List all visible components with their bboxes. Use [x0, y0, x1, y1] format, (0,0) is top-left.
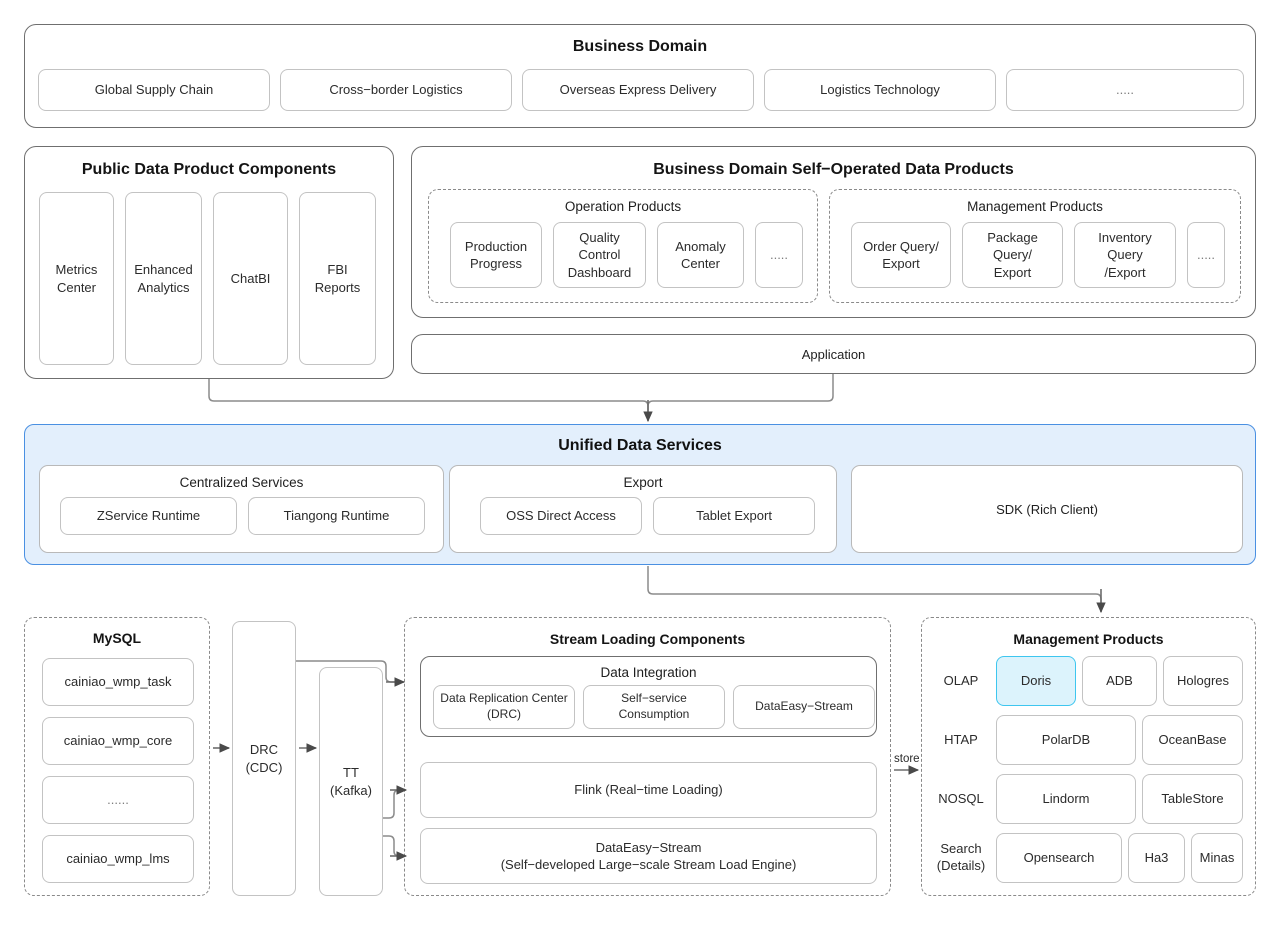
mysql-table-0[interactable]: cainiao_wmp_task	[42, 658, 194, 706]
storage-row-label-olap: OLAP	[943, 672, 979, 688]
wire-tt-to-dataeasy	[383, 835, 400, 857]
operation-product-quality-control-dashboard[interactable]: Quality Control Dashboard	[553, 222, 646, 288]
public-component-chatbi[interactable]: ChatBI	[213, 192, 288, 365]
mysql-table-1[interactable]: cainiao_wmp_core	[42, 717, 194, 765]
tt-kafka-box[interactable]: TT (Kafka)	[319, 667, 383, 896]
service-zservice-runtime[interactable]: ZService Runtime	[60, 497, 237, 535]
mysql-table-2[interactable]: ......	[42, 776, 194, 824]
business-domain-item-0[interactable]: Global Supply Chain	[38, 69, 270, 111]
storage-item-adb[interactable]: ADB	[1082, 656, 1157, 706]
wire-tt-to-flink	[383, 789, 400, 819]
data-integration-title: Data Integration	[600, 665, 697, 680]
service-tiangong-runtime[interactable]: Tiangong Runtime	[248, 497, 425, 535]
public-components-panel: Public Data Product Components Metrics C…	[24, 146, 394, 379]
management-product-order-query-export[interactable]: Order Query/ Export	[851, 222, 951, 288]
business-domain-item-2[interactable]: Overseas Express Delivery	[522, 69, 754, 111]
business-domain-item-4[interactable]: .....	[1006, 69, 1244, 111]
storage-item-doris[interactable]: Doris	[996, 656, 1076, 706]
export-tablet-export[interactable]: Tablet Export	[653, 497, 815, 535]
data-integration-drc[interactable]: Data Replication Center (DRC)	[433, 685, 575, 729]
operation-product-more[interactable]: .....	[755, 222, 803, 288]
mysql-panel: MySQL cainiao_wmp_task cainiao_wmp_core …	[24, 617, 210, 896]
management-products-title: Management Products	[967, 199, 1103, 214]
export-title: Export	[623, 475, 663, 490]
storage-item-polardb[interactable]: PolarDB	[996, 715, 1136, 765]
public-component-fbi-reports[interactable]: FBI Reports	[299, 192, 376, 365]
storage-row-label-search: Search (Details)	[936, 841, 986, 873]
wire-public-to-uds	[208, 379, 649, 416]
data-integration-self-service-consumption[interactable]: Self−service Consumption	[583, 685, 725, 729]
operation-products-title: Operation Products	[564, 199, 682, 214]
public-components-title: Public Data Product Components	[81, 161, 337, 178]
storage-title: Management Products	[1013, 631, 1164, 647]
storage-item-ha3[interactable]: Ha3	[1128, 833, 1185, 883]
storage-row-label-nosql: NOSQL	[938, 790, 984, 806]
management-products-group: Management Products Order Query/ Export …	[829, 189, 1241, 303]
storage-item-lindorm[interactable]: Lindorm	[996, 774, 1136, 824]
data-integration-dataeasy-stream[interactable]: DataEasy−Stream	[733, 685, 875, 729]
business-domain-panel: Business Domain Global Supply Chain Cros…	[24, 24, 1256, 128]
business-domain-item-1[interactable]: Cross−border Logistics	[280, 69, 512, 111]
data-integration-group: Data Integration Data Replication Center…	[420, 656, 877, 737]
operation-product-production-progress[interactable]: Production Progress	[450, 222, 542, 288]
public-component-metrics-center[interactable]: Metrics Center	[39, 192, 114, 365]
management-product-package-query-export[interactable]: Package Query/ Export	[962, 222, 1063, 288]
operation-product-anomaly-center[interactable]: Anomaly Center	[657, 222, 744, 288]
drc-cdc-box[interactable]: DRC (CDC)	[232, 621, 296, 896]
storage-row-label-htap: HTAP	[944, 731, 978, 747]
unified-data-services-panel: Unified Data Services Centralized Servic…	[24, 424, 1256, 565]
management-product-more[interactable]: .....	[1187, 222, 1225, 288]
business-domain-item-3[interactable]: Logistics Technology	[764, 69, 996, 111]
stream-loading-title: Stream Loading Components	[549, 631, 746, 647]
management-product-inventory-query-export[interactable]: Inventory Query /Export	[1074, 222, 1176, 288]
dataeasy-stream-engine[interactable]: DataEasy−Stream (Self−developed Large−sc…	[420, 828, 877, 884]
storage-item-oceanbase[interactable]: OceanBase	[1142, 715, 1243, 765]
storage-item-tablestore[interactable]: TableStore	[1142, 774, 1243, 824]
storage-item-hologres[interactable]: Hologres	[1163, 656, 1243, 706]
sdk-label: SDK (Rich Client)	[996, 501, 1098, 517]
application-bar[interactable]: Application	[411, 334, 1256, 374]
unified-data-services-title: Unified Data Services	[558, 437, 722, 454]
business-domain-title: Business Domain	[572, 38, 708, 55]
sdk-rich-client[interactable]: SDK (Rich Client)	[851, 465, 1243, 553]
mysql-title: MySQL	[92, 630, 142, 646]
storage-item-opensearch[interactable]: Opensearch	[996, 833, 1122, 883]
self-operated-title: Business Domain Self−Operated Data Produ…	[653, 161, 1014, 178]
centralized-services-title: Centralized Services	[179, 475, 304, 490]
application-label: Application	[801, 346, 866, 362]
store-edge-label: store	[894, 753, 920, 765]
storage-item-minas[interactable]: Minas	[1191, 833, 1243, 883]
stream-loading-panel: Stream Loading Components Data Integrati…	[404, 617, 891, 896]
export-oss-direct-access[interactable]: OSS Direct Access	[480, 497, 642, 535]
storage-panel: Management Products OLAP Doris ADB Holog…	[921, 617, 1256, 896]
operation-products-group: Operation Products Production Progress Q…	[428, 189, 818, 303]
export-group: Export OSS Direct Access Tablet Export	[449, 465, 837, 553]
public-component-enhanced-analytics[interactable]: Enhanced Analytics	[125, 192, 202, 365]
mysql-table-3[interactable]: cainiao_wmp_lms	[42, 835, 194, 883]
flink-realtime-loading[interactable]: Flink (Real−time Loading)	[420, 762, 877, 818]
self-operated-panel: Business Domain Self−Operated Data Produ…	[411, 146, 1256, 318]
centralized-services-group: Centralized Services ZService Runtime Ti…	[39, 465, 444, 553]
wire-uds-to-storage	[647, 566, 1102, 606]
wire-application-to-uds	[647, 374, 834, 416]
